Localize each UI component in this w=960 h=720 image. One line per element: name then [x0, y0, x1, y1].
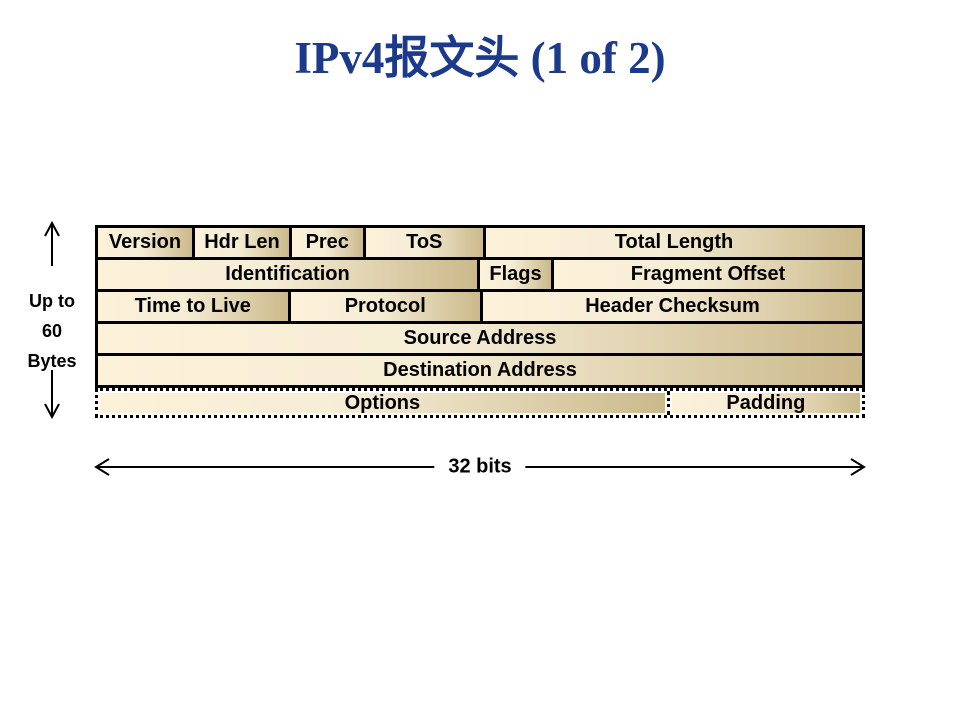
table-row: Source Address: [98, 324, 862, 353]
up-down-arrow-icon: [44, 220, 60, 420]
field-time-to-live: Time to Live: [98, 292, 288, 321]
field-destination-address: Destination Address: [98, 356, 862, 385]
field-prec: Prec: [292, 228, 363, 257]
bits-measure: 32 bits: [93, 452, 867, 482]
bits-caption: 32 bits: [434, 455, 526, 479]
options-row: Options Padding: [95, 388, 865, 418]
dotted-divider: [666, 391, 670, 415]
field-total-length: Total Length: [486, 228, 862, 257]
field-fragment-offset: Fragment Offset: [554, 260, 862, 289]
field-padding: Padding: [671, 393, 860, 413]
page-title: IPv4报文头 (1 of 2): [294, 33, 666, 83]
field-protocol: Protocol: [290, 292, 480, 321]
left-caption-line: Bytes: [27, 351, 77, 371]
field-source-address: Source Address: [98, 324, 862, 353]
field-flags: Flags: [480, 260, 552, 289]
left-caption-line: Up to: [29, 291, 75, 311]
left-caption-line: 60: [41, 321, 63, 341]
field-tos: ToS: [365, 228, 483, 257]
field-hdr-len: Hdr Len: [195, 228, 289, 257]
field-options: Options: [100, 393, 665, 413]
field-header-checksum: Header Checksum: [483, 292, 862, 321]
table-row: Version Hdr Len Prec ToS Total Length: [98, 228, 862, 257]
field-identification: Identification: [98, 260, 477, 289]
table-row: Time to Live Protocol Header Checksum: [98, 292, 862, 321]
ipv4-header-table: Version Hdr Len Prec ToS Total Length Id…: [95, 225, 865, 388]
left-caption: Up to 60 Bytes: [8, 286, 96, 376]
table-row: Destination Address: [98, 356, 862, 385]
table-row: Identification Flags Fragment Offset: [98, 260, 862, 289]
field-version: Version: [98, 228, 192, 257]
